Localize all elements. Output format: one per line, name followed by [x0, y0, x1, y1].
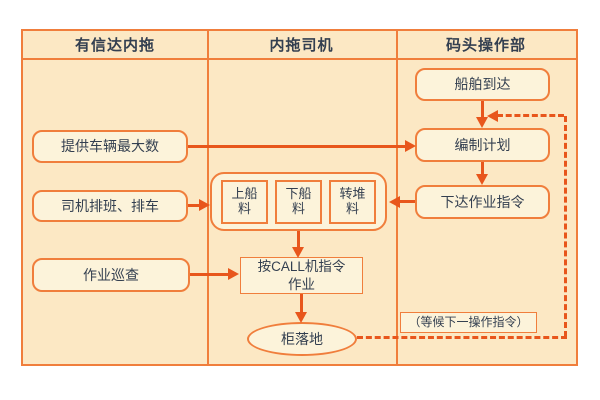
arrow-call-work-to-container-landed-head	[295, 312, 307, 323]
node-materials-group: 上船料 下船料 转堆料	[210, 172, 387, 231]
dashed-feedback-head	[487, 110, 498, 122]
lane-header-right: 码头操作部	[445, 37, 526, 54]
node-ship-arrival: 船舶到达	[415, 68, 550, 101]
node-make-plan: 编制计划	[415, 128, 550, 162]
lane-header-left: 有信达内拖	[74, 37, 155, 54]
node-material-offboard: 下船料	[275, 179, 322, 224]
arrow-call-work-to-container-landed-line	[300, 294, 303, 313]
node-inspection: 作业巡查	[32, 258, 190, 292]
node-material-onboard: 上船料	[221, 179, 268, 224]
lane-header-middle: 内拖司机	[269, 37, 334, 54]
lane-header-row: 有信达内拖 内拖司机 码头操作部	[23, 31, 576, 60]
node-container-landed: 柜落地	[247, 322, 357, 356]
node-material-transfer: 转堆料	[329, 179, 376, 224]
lane-divider-1	[207, 30, 209, 364]
arrow-materials-to-call-work-head	[292, 247, 304, 258]
material-transfer-label: 转堆料	[339, 185, 366, 216]
arrow-issue-order-to-materials-line	[400, 200, 415, 203]
dashed-feedback-vertical-line	[564, 116, 567, 337]
arrow-ship-arrival-to-make-plan-line	[481, 101, 484, 118]
arrow-issue-order-to-materials-head	[389, 196, 400, 208]
node-wait-next-instruction: （等候下一操作指令）	[400, 312, 537, 333]
dashed-feedback-bottom-line	[357, 336, 567, 339]
call-work-line1: 按CALL机指令	[257, 258, 346, 274]
node-call-work: 按CALL机指令 作业	[240, 257, 363, 294]
call-work-line2: 作业	[288, 276, 315, 292]
arrow-materials-to-call-work-line	[297, 231, 300, 248]
arrow-inspection-to-call-work-line	[190, 273, 229, 276]
arrow-driver-scheduling-to-materials-line	[188, 204, 200, 207]
node-issue-order: 下达作业指令	[415, 185, 550, 219]
node-max-vehicles: 提供车辆最大数	[32, 130, 188, 163]
material-onboard-label: 上船料	[231, 185, 258, 216]
dashed-feedback-top-line	[497, 114, 564, 117]
arrow-inspection-to-call-work-head	[228, 268, 239, 280]
node-driver-scheduling: 司机排班、排车	[32, 190, 188, 222]
arrow-max-vehicles-to-make-plan-head	[405, 140, 416, 152]
material-offboard-label: 下船料	[285, 185, 312, 216]
arrow-make-plan-to-issue-order-head	[476, 174, 488, 185]
arrow-make-plan-to-issue-order-line	[481, 162, 484, 175]
arrow-max-vehicles-to-make-plan-line	[188, 145, 407, 148]
arrow-driver-scheduling-to-materials-head	[199, 199, 210, 211]
arrow-ship-arrival-to-make-plan-head	[476, 117, 488, 128]
